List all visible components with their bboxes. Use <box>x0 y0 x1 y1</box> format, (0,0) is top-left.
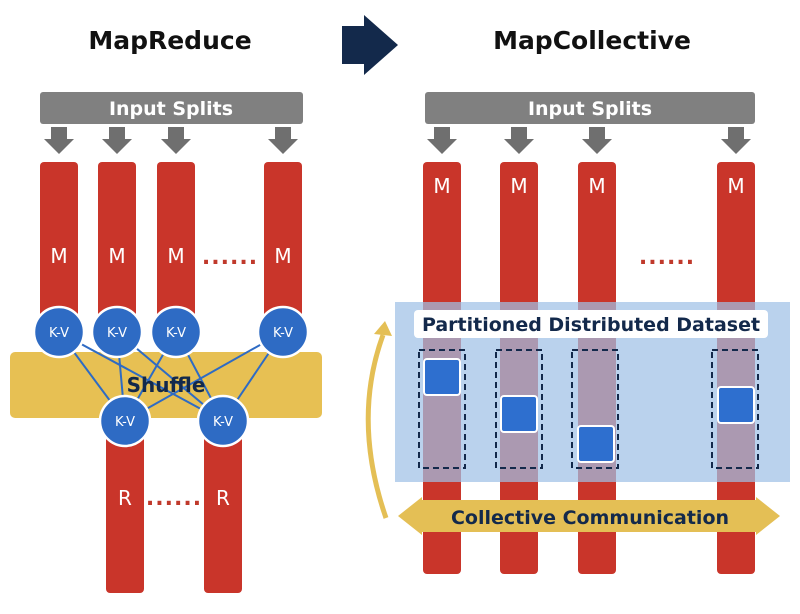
kv-node <box>149 305 203 359</box>
shuffle-band <box>10 352 322 418</box>
collective-double-arrow <box>398 497 780 535</box>
kv-label: K-V <box>166 326 186 341</box>
map-column <box>264 162 302 327</box>
map-label: M <box>727 174 744 198</box>
down-arrow-icon <box>102 127 132 154</box>
map-label: M <box>108 244 125 268</box>
transition-arrow-icon <box>342 15 398 75</box>
kv-label: K-V <box>107 326 127 341</box>
mapreduce-title: MapReduce <box>88 26 251 55</box>
mapcollective-title: MapCollective <box>493 26 691 55</box>
down-arrow-icon <box>582 127 612 154</box>
mapreduce-input-label: Input Splits <box>109 98 233 120</box>
reduce-label: R <box>118 486 132 510</box>
partition-outline <box>711 349 759 469</box>
data-block <box>500 395 538 433</box>
kv-label: K-V <box>49 326 69 341</box>
kv-node <box>32 305 86 359</box>
map-label: M <box>433 174 450 198</box>
kv-label: K-V <box>213 415 233 430</box>
mapcollective-input-bar <box>425 92 755 124</box>
cycle-arrow-head-icon <box>374 321 392 336</box>
partition-outline <box>418 349 466 469</box>
down-arrow-icon <box>504 127 534 154</box>
map-column <box>157 162 195 327</box>
map-ellipsis: ...... <box>639 245 695 270</box>
reduce-label: R <box>216 486 230 510</box>
data-block <box>717 386 755 424</box>
down-arrow-icon <box>268 127 298 154</box>
down-arrow-icon <box>721 127 751 154</box>
map-ellipsis: ...... <box>202 245 258 270</box>
collective-label: Collective Communication <box>451 507 729 529</box>
reduce-ellipsis: ...... <box>146 486 202 511</box>
map-label: M <box>588 174 605 198</box>
reduce-column <box>204 410 242 593</box>
kv-node <box>256 305 310 359</box>
down-arrow-icon <box>44 127 74 154</box>
partition-outline <box>571 349 619 469</box>
kv-label: K-V <box>273 326 293 341</box>
partition-outline <box>495 349 543 469</box>
kv-node <box>196 394 250 448</box>
dataset-label-box <box>414 310 768 338</box>
map-label: M <box>50 244 67 268</box>
data-block <box>577 425 615 463</box>
map-column <box>98 162 136 327</box>
mapreduce-panel: Input Splits M M M M ...... <box>10 92 322 593</box>
map-label: M <box>510 174 527 198</box>
reduce-column <box>106 410 144 593</box>
map-label: M <box>274 244 291 268</box>
map-column <box>40 162 78 327</box>
down-arrow-icon <box>427 127 457 154</box>
kv-label: K-V <box>115 415 135 430</box>
kv-node <box>98 394 152 448</box>
mapreduce-input-bar <box>40 92 303 124</box>
mapcollective-input-label: Input Splits <box>528 98 652 120</box>
down-arrow-icon <box>161 127 191 154</box>
data-block <box>423 358 461 396</box>
dataset-label: Partitioned Distributed Dataset <box>422 314 760 336</box>
cycle-arrow-shaft <box>365 334 389 519</box>
shuffle-label: Shuffle <box>127 373 206 397</box>
map-label: M <box>167 244 184 268</box>
mapcollective-panel: Input Splits M M M M ...... Partitioned … <box>365 92 790 574</box>
kv-node <box>90 305 144 359</box>
